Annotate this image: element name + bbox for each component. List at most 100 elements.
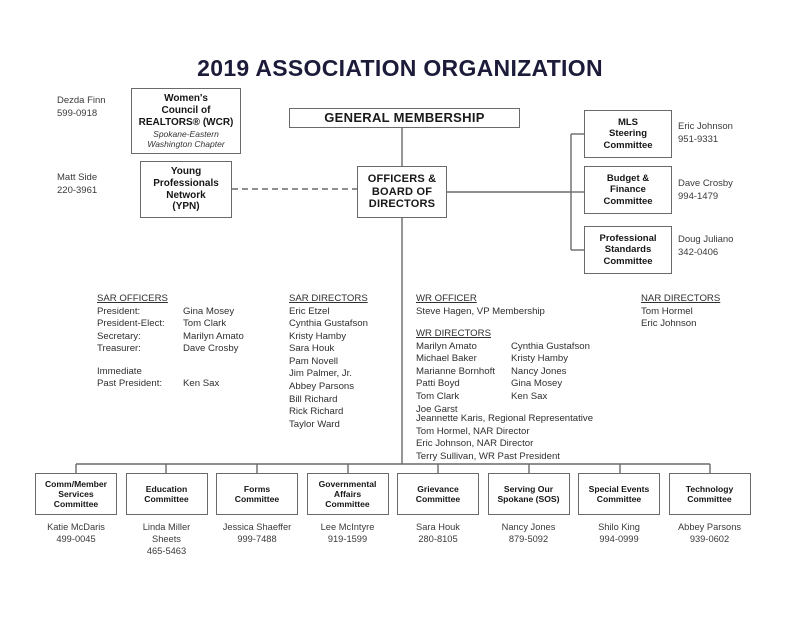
contact-committee-0: Katie McDaris 499-0045 bbox=[47, 522, 105, 545]
box-mls-line2: Steering bbox=[608, 128, 647, 140]
roster-wr-director-name: Tom Clark bbox=[416, 390, 460, 402]
roster-wr-director-name: Marianne Bornhoft bbox=[416, 365, 495, 377]
roster-sar-officers-immediate: Immediate bbox=[97, 365, 142, 377]
contact-committee-2: Jessica Shaeffer 999-7488 bbox=[222, 522, 292, 545]
contact-wcr: Dezda Finn 599-0918 bbox=[57, 95, 106, 119]
box-budget-line3: Committee bbox=[603, 195, 653, 207]
box-committee-7-line1: Technology bbox=[685, 483, 734, 494]
roster-sar-officers-role: President: bbox=[97, 305, 141, 317]
box-committee-2-line1: Forms bbox=[243, 483, 271, 494]
box-committee-5-line1: Serving Our bbox=[503, 483, 554, 494]
box-committee-7-line2: Committee bbox=[687, 494, 732, 504]
roster-nar-directors-heading: NAR DIRECTORS bbox=[641, 293, 721, 304]
box-wcr-sub1: Spokane-Eastern bbox=[153, 128, 219, 139]
roster-sar-director-name: Cynthia Gustafson bbox=[289, 318, 368, 330]
roster-sar-officers-row: President-Elect: Tom Clark bbox=[97, 318, 244, 331]
roster-sar-officers-role: Treasurer: bbox=[97, 343, 141, 355]
box-wcr-line1: Women's bbox=[164, 93, 208, 105]
box-professional-standards-committee[interactable]: Professional Standards Committee bbox=[584, 226, 672, 274]
contact-committee-5: Nancy Jones 879-5092 bbox=[501, 522, 556, 545]
contact-committee-1: Linda Miller Sheets 465-5463 bbox=[142, 522, 191, 557]
roster-sar-director-name: Sara Houk bbox=[289, 343, 335, 355]
box-budget-line2: Finance bbox=[610, 184, 646, 196]
box-committee-3-line3: Committee bbox=[325, 499, 370, 510]
box-ypn-line2: Professionals bbox=[153, 177, 219, 189]
box-committee-0-line1: Comm/Member bbox=[44, 478, 108, 489]
roster-sar-officers-row: Treasurer: Dave Crosby bbox=[97, 343, 244, 356]
box-obd-line3: Directors bbox=[368, 198, 436, 211]
roster-wr-extra-line: Eric Johnson, NAR Director bbox=[416, 438, 534, 450]
contact-committee-4: Sara Houk 280-8105 bbox=[416, 522, 460, 545]
box-committee-2-line2: Committee bbox=[234, 494, 280, 504]
roster-wr-officer-heading: WR OFFICER bbox=[416, 293, 477, 304]
box-committee-0-line3: Committee bbox=[53, 499, 99, 510]
roster-sar-officers-name: Marilyn Amato bbox=[183, 330, 244, 342]
box-obd-line1: Officers & bbox=[367, 172, 437, 185]
roster-sar-officers-past-name: Ken Sax bbox=[183, 378, 220, 390]
box-committee-4-line1: Grievance bbox=[417, 483, 459, 494]
box-womens-council-of-realtors[interactable]: Women's Council of REALTORS® (WCR) Spoka… bbox=[131, 88, 241, 154]
roster-wr-director-name: Kristy Hamby bbox=[511, 353, 569, 365]
box-ypn-line1: Young bbox=[170, 165, 202, 177]
roster-sar-director-name: Kristy Hamby bbox=[289, 330, 347, 342]
page-title: 2019 Association Organization bbox=[197, 55, 603, 81]
box-mls-steering-committee[interactable]: MLS Steering Committee bbox=[584, 110, 672, 158]
roster-sar-officers-name: Tom Clark bbox=[183, 318, 227, 330]
box-committee-0-line2: Services bbox=[58, 488, 94, 499]
roster-sar-director-name: Jim Palmer, Jr. bbox=[289, 368, 352, 380]
box-budget-line1: Budget & bbox=[606, 173, 650, 185]
box-young-professionals-network[interactable]: Young Professionals Network (YPN) bbox=[140, 161, 232, 218]
roster-sar-director-name: Eric Etzel bbox=[289, 305, 330, 317]
box-wcr-line3: REALTORS® (WCR) bbox=[138, 116, 234, 128]
roster-sar-officers-name: Dave Crosby bbox=[183, 343, 239, 355]
box-officers-and-board-of-directors[interactable]: Officers & Board of Directors bbox=[357, 166, 447, 218]
roster-sar-officers-row: Secretary: Marilyn Amato bbox=[97, 331, 244, 344]
roster-sar-director-name: Pam Novell bbox=[289, 355, 339, 367]
box-professional-line3: Committee bbox=[603, 255, 653, 267]
box-committee-1-line2: Committee bbox=[144, 494, 189, 504]
box-committee-6-line1: Special Events bbox=[588, 483, 650, 494]
box-budget-finance-committee[interactable]: Budget & Finance Committee bbox=[584, 166, 672, 214]
box-general-membership[interactable]: General Membership bbox=[289, 108, 520, 128]
roster-wr-officer-name: Steve Hagen, VP Membership bbox=[416, 305, 545, 317]
roster-wr-extra-line: Jeannette Karis, Regional Representative bbox=[416, 413, 594, 424]
roster-wr-extra-line: Tom Hormel, NAR Director bbox=[416, 425, 530, 437]
roster-nar-director-name: Eric Johnson bbox=[641, 318, 697, 330]
roster-wr-director-name: Gina Mosey bbox=[511, 378, 563, 390]
roster-wr-director-name: Nancy Jones bbox=[511, 365, 567, 377]
box-mls-line1: MLS bbox=[617, 117, 639, 129]
box-wcr-sub2: Washington Chapter bbox=[147, 138, 225, 149]
roster-wr-director-name: Patti Boyd bbox=[416, 378, 460, 390]
box-committee-3-line1: Governmental bbox=[318, 478, 377, 489]
roster-wr-director-name: Joe Garst bbox=[416, 403, 458, 415]
roster-sar-director-name: Abbey Parsons bbox=[289, 380, 355, 392]
box-general-membership-label: General Membership bbox=[324, 110, 485, 126]
contact-committee-3: Lee McIntyre 919-1599 bbox=[320, 522, 375, 545]
roster-wr-directors-heading: WR DIRECTORS bbox=[416, 328, 491, 340]
box-committee-5-line2: Spokane (SOS) bbox=[497, 494, 560, 504]
box-professional-line1: Professional bbox=[599, 233, 657, 245]
box-professional-line2: Standards bbox=[604, 244, 652, 256]
roster-wr: WR OFFICER Steve Hagen, VP Membership WR… bbox=[416, 293, 646, 416]
roster-sar-officers-role: Secretary: bbox=[97, 330, 141, 342]
roster-sar-officers-role: President-Elect: bbox=[97, 318, 165, 330]
contact-mls-steering: Eric Johnson 951-9331 bbox=[678, 121, 733, 145]
roster-wr-extra: Jeannette Karis, Regional Representative… bbox=[416, 413, 593, 463]
roster-wr-director-name: Michael Baker bbox=[416, 353, 477, 365]
roster-sar-officers-name: Gina Mosey bbox=[183, 305, 235, 317]
roster-wr-director-name: Cynthia Gustafson bbox=[511, 340, 590, 352]
roster-wr-extra-line: Terry Sullivan, WR Past President bbox=[416, 450, 560, 462]
roster-nar-director-name: Tom Hormel bbox=[641, 305, 693, 317]
roster-sar-officers-past-role: Past President: bbox=[97, 378, 163, 390]
roster-sar-directors-heading: SAR DIRECTORS bbox=[289, 293, 368, 304]
roster-sar-director-name: Bill Richard bbox=[289, 393, 338, 405]
